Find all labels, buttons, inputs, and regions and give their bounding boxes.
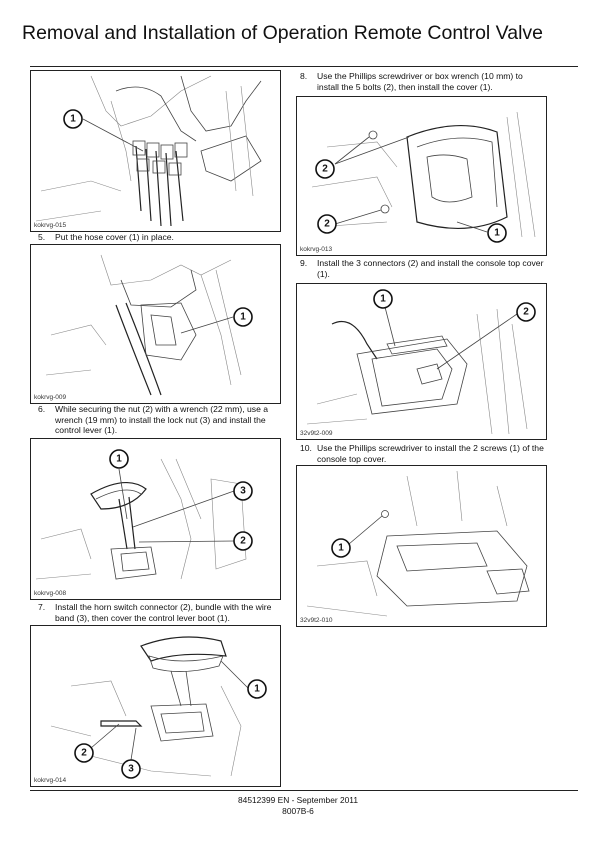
cover-bolts-drawing: 2 2 1 <box>311 111 536 243</box>
svg-text:1: 1 <box>70 114 76 125</box>
figure-id: kokrvg-008 <box>34 590 67 597</box>
svg-text:1: 1 <box>494 228 500 239</box>
console-screws-drawing: 1 <box>306 470 530 617</box>
hose-cover-drawing: 1 <box>45 254 253 396</box>
figure-id: 32v9t2-010 <box>300 617 333 624</box>
svg-text:2: 2 <box>324 219 330 230</box>
footer-rule <box>30 790 578 791</box>
svg-text:3: 3 <box>128 764 134 775</box>
svg-text:1: 1 <box>254 684 260 695</box>
figure-hose-connections: 1 kokrvg-015 <box>30 70 281 232</box>
svg-text:2: 2 <box>322 164 328 175</box>
svg-text:1: 1 <box>116 454 122 465</box>
svg-text:3: 3 <box>240 486 246 497</box>
figure-horn-connector: 1 2 3 kokrvg-014 <box>30 625 281 787</box>
callout-2: 2 <box>74 743 94 763</box>
figure-control-lever: 1 3 2 kokrvg-008 <box>30 438 281 600</box>
figure-cover-bolts: 2 2 1 kokrvg-013 <box>296 96 547 256</box>
hose-connections-drawing: 1 <box>35 75 262 227</box>
svg-text:2: 2 <box>240 536 246 547</box>
svg-text:1: 1 <box>338 543 344 554</box>
callout-2: 2 <box>317 214 337 234</box>
callout-3: 3 <box>233 481 253 501</box>
header-rule <box>30 66 578 67</box>
figure-console-screws: 1 32v9t2-010 <box>296 465 547 627</box>
figure-id: kokrvg-013 <box>300 246 333 253</box>
svg-text:2: 2 <box>81 748 87 759</box>
control-lever-drawing: 1 3 2 <box>35 449 253 580</box>
figure-id: kokrvg-014 <box>34 777 67 784</box>
callout-1: 1 <box>63 109 83 129</box>
horn-connector-drawing: 1 2 3 <box>50 636 267 779</box>
page-title: Removal and Installation of Operation Re… <box>22 22 543 44</box>
callout-2: 2 <box>233 531 253 551</box>
figure-id: kokrvg-009 <box>34 394 67 401</box>
svg-text:1: 1 <box>380 294 386 305</box>
callout-2: 2 <box>516 302 536 322</box>
figure-console-connectors: 1 2 32v9t2-009 <box>296 283 547 440</box>
callout-2: 2 <box>315 159 335 179</box>
figure-id: 32v9t2-009 <box>300 430 333 437</box>
figure-id: kokrvg-015 <box>34 222 67 229</box>
svg-text:2: 2 <box>523 307 529 318</box>
callout-1: 1 <box>331 538 351 558</box>
console-connectors-drawing: 1 2 <box>306 289 536 435</box>
callout-1: 1 <box>233 307 253 327</box>
callout-1: 1 <box>109 449 129 469</box>
callout-1: 1 <box>487 223 507 243</box>
footer-doc-line: 84512399 EN - September 2011 <box>238 795 358 805</box>
figure-hose-cover: 1 kokrvg-009 <box>30 244 281 404</box>
callout-3: 3 <box>121 759 141 779</box>
callout-1: 1 <box>247 679 267 699</box>
svg-text:1: 1 <box>240 312 246 323</box>
footer-page-line: 8007B-6 <box>282 806 314 816</box>
callout-1: 1 <box>373 289 393 309</box>
